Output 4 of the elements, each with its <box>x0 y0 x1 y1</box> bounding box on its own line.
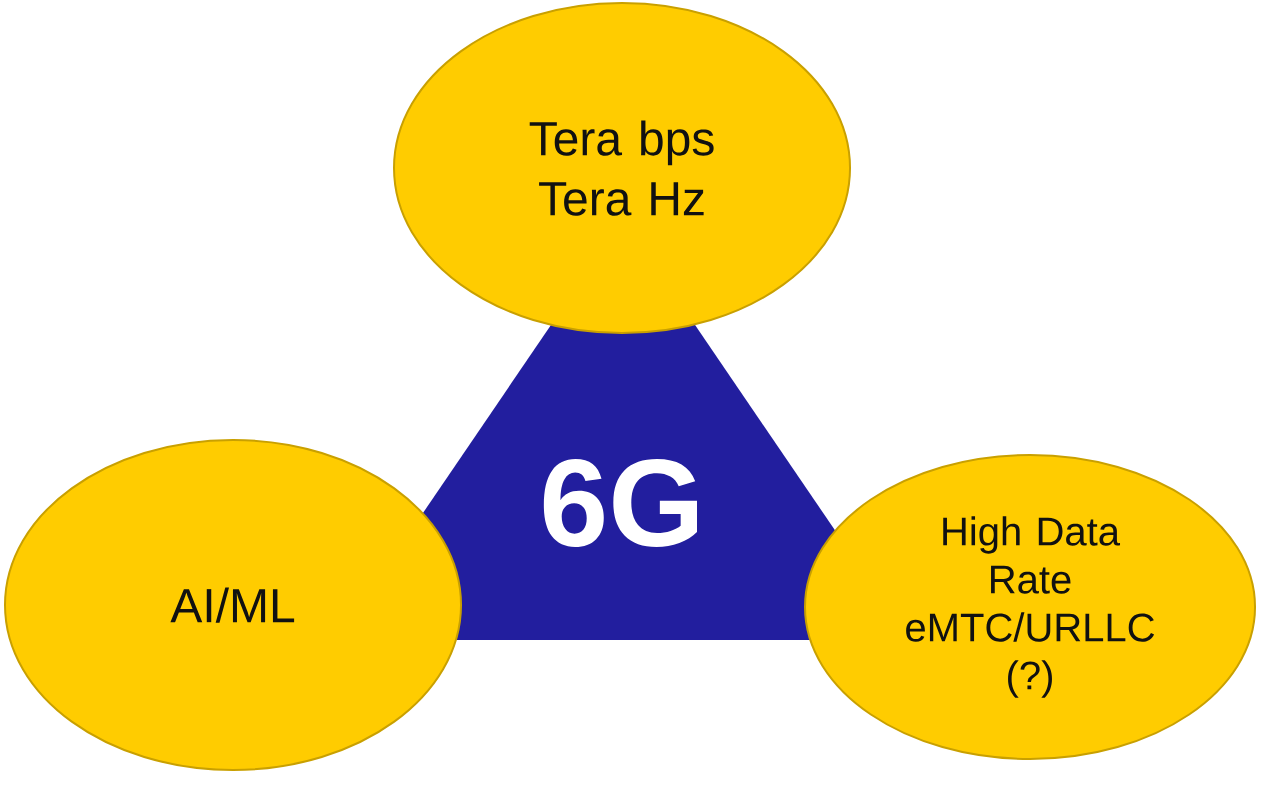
oval: AI/ML <box>4 439 462 771</box>
triangle: 6G <box>410 322 845 640</box>
oval: Tera bps Tera Hz <box>393 2 851 334</box>
oval: High Data Rate eMTC/URLLC (?) <box>804 454 1257 760</box>
